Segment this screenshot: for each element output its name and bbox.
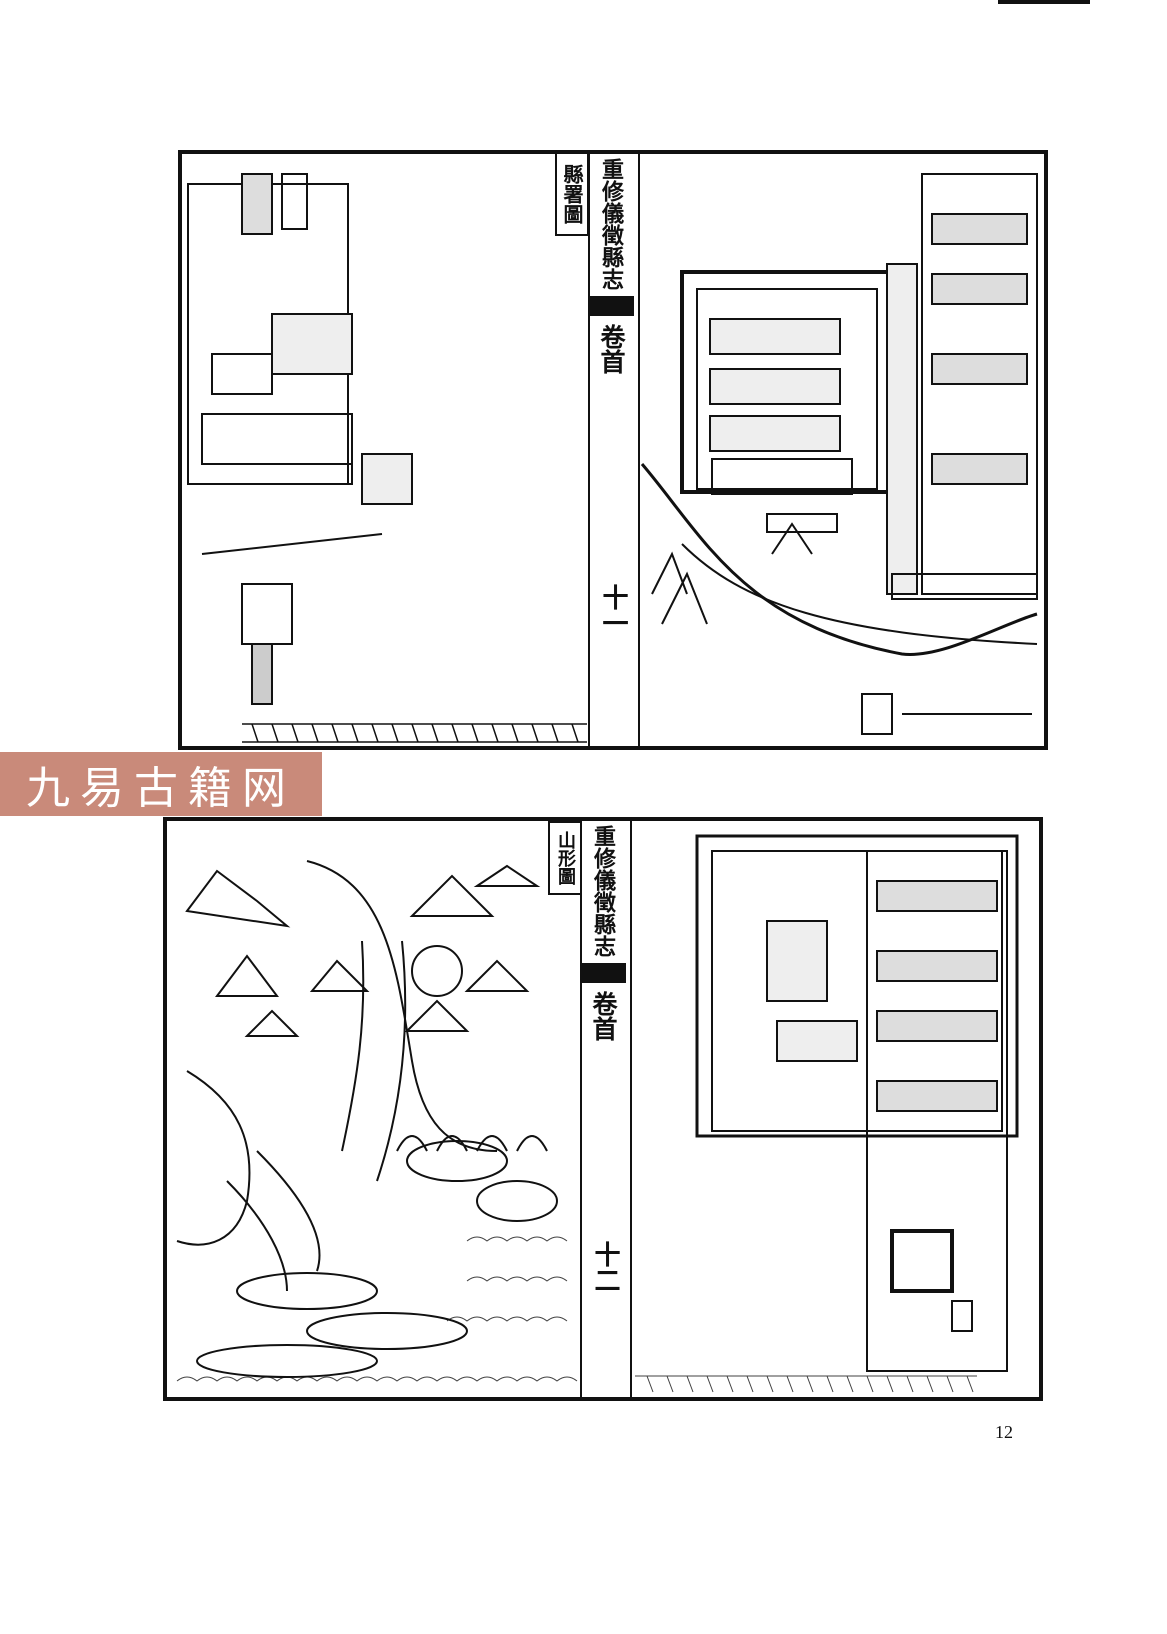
volume-label: 卷首 — [597, 324, 626, 374]
center-column — [580, 821, 632, 1397]
county-office-illustration — [187, 173, 1038, 743]
fish-tail-mark — [582, 963, 626, 983]
watermark: 九易古籍网 — [0, 752, 322, 816]
book-title: 重修儀徵縣志 — [598, 158, 624, 290]
map-panel-mountains: 山形圖 重修儀徵縣志 卷首 十二 — [163, 817, 1043, 1401]
fish-tail-mark — [590, 296, 634, 316]
map-title-box: 山形圖 — [548, 821, 582, 895]
page-number: 12 — [995, 1422, 1013, 1442]
center-column — [588, 154, 640, 746]
leaf-number: 十一 — [598, 584, 628, 636]
map-title: 山形圖 — [555, 831, 576, 885]
map-title: 縣署圖 — [560, 164, 584, 224]
leaf-number: 十二 — [590, 1241, 620, 1293]
book-title: 重修儀徵縣志 — [590, 825, 616, 957]
volume-label: 卷首 — [589, 991, 618, 1041]
top-edge-mark — [998, 0, 1090, 4]
mountains-illustration — [176, 834, 1019, 1393]
map-title-box: 縣署圖 — [555, 152, 589, 236]
map-panel-county-office: 縣署圖 重修儀徵縣志 卷首 十一 — [178, 150, 1048, 750]
